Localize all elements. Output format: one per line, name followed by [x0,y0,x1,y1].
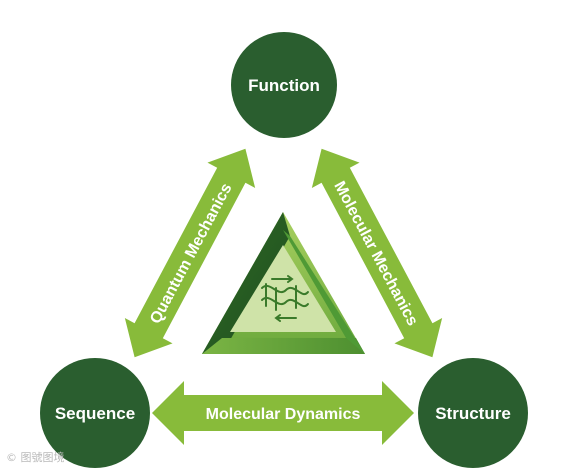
node-sequence-circle [40,358,150,468]
watermark-logo: © 图號图境 [6,451,65,464]
triangle-left-band [202,212,290,354]
dna-helix-cycle-icon [261,275,309,322]
triangle-bottom-band [202,338,365,354]
node-structure: Structure [418,358,528,468]
center-triangle [202,212,365,354]
arrow-label-molecular-dynamics: Molecular Dynamics [206,406,361,423]
node-function: Function [231,32,337,138]
node-structure-circle [418,358,528,468]
triangle-right-band [283,230,365,354]
node-sequence: Sequence [40,358,150,468]
arrow-label-molecular-mechanics: Molecular Mechanics [330,179,421,329]
node-structure-label: Structure [435,404,511,423]
triangle-inner [230,245,336,332]
node-function-circle [231,32,337,138]
node-sequence-label: Sequence [55,404,135,423]
arrow-molecular-dynamics: Molecular Dynamics [152,381,414,445]
node-function-label: Function [248,76,320,95]
arrow-label-quantum-mechanics: Quantum Mechanics [147,181,236,327]
